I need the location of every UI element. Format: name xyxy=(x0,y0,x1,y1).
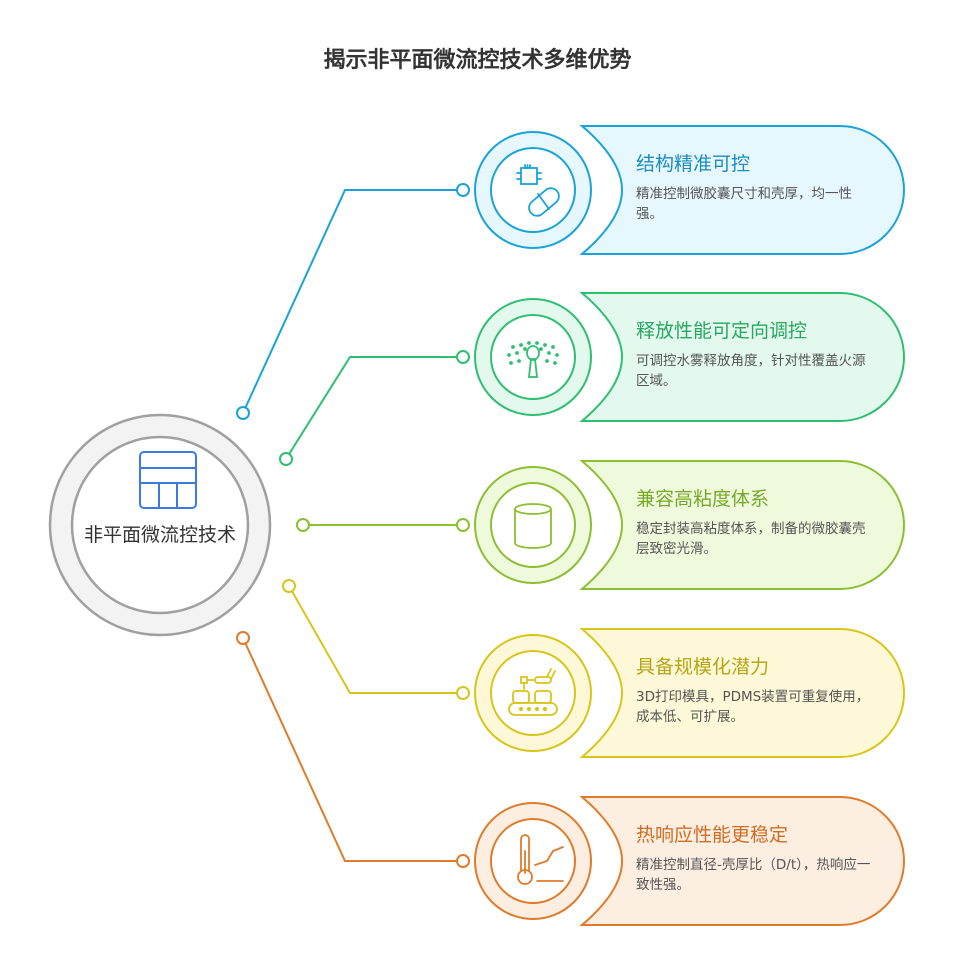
card-text: 结构精准可控精准控制微胶囊尺寸和壳厚，均一性强。 xyxy=(636,152,876,224)
card-title: 释放性能可定向调控 xyxy=(636,320,808,342)
chip-capsule-icon xyxy=(516,164,560,217)
card-description: 精准控制微胶囊尺寸和壳厚，均一性强。 xyxy=(636,186,852,222)
center-inner-circle xyxy=(70,435,250,615)
card-description: 精准控制直径-壳厚比（D/t），热响应一致性强。 xyxy=(636,857,871,893)
card-background xyxy=(579,796,905,926)
card-background xyxy=(579,628,905,758)
connector-start-dot xyxy=(279,452,293,466)
connector-end-dot xyxy=(456,854,470,868)
connector-start-dot xyxy=(296,518,310,532)
cylinder-icon xyxy=(514,503,552,549)
center-label: 非平面微流控技术 xyxy=(83,524,236,546)
icon-inner-circle xyxy=(490,482,576,568)
connector-line xyxy=(242,637,463,862)
card-background xyxy=(579,292,905,422)
connector-start-dot xyxy=(236,406,250,420)
card-title: 具备规模化潜力 xyxy=(636,656,770,678)
connector-end-dot xyxy=(456,686,470,700)
card-text: 热响应性能更稳定精准控制直径-壳厚比（D/t），热响应一致性强。 xyxy=(636,823,876,895)
sprinkler-icon xyxy=(507,341,559,378)
card-background xyxy=(579,125,905,255)
card-description: 稳定封装高粘度体系，制备的微胶囊壳层致密光滑。 xyxy=(636,521,866,557)
card-description: 可调控水雾释放角度，针对性覆盖火源区域。 xyxy=(636,353,866,389)
icon-inner-circle xyxy=(490,650,576,736)
page-title: 揭示非平面微流控技术多维优势 xyxy=(323,48,632,73)
production-line-icon xyxy=(508,668,558,716)
connector-line xyxy=(288,585,463,694)
connector-start-dot xyxy=(236,631,250,645)
card-title: 热响应性能更稳定 xyxy=(636,824,789,846)
table-layout-icon xyxy=(139,451,197,509)
connector-end-dot xyxy=(456,350,470,364)
icon-inner-circle xyxy=(490,818,576,904)
connector-end-dot xyxy=(456,518,470,532)
connector-line xyxy=(242,189,463,414)
card-background xyxy=(579,460,905,590)
card-title: 结构精准可控 xyxy=(636,153,751,175)
icon-inner-circle xyxy=(490,314,576,400)
connector-line xyxy=(285,356,463,460)
card-title: 兼容高粘度体系 xyxy=(636,488,770,510)
connector-end-dot xyxy=(456,183,470,197)
card-text: 具备规模化潜力 3D打印模具，PDMS装置可重复使用，成本低、可扩展。 xyxy=(636,655,876,727)
card-text: 兼容高粘度体系稳定封装高粘度体系，制备的微胶囊壳层致密光滑。 xyxy=(636,487,876,559)
thermometer-chart-icon xyxy=(517,834,564,885)
card-text: 释放性能可定向调控可调控水雾释放角度，针对性覆盖火源区域。 xyxy=(636,319,876,391)
connector-start-dot xyxy=(282,579,296,593)
icon-inner-circle xyxy=(490,147,576,233)
card-description: 3D打印模具，PDMS装置可重复使用，成本低、可扩展。 xyxy=(636,689,870,725)
